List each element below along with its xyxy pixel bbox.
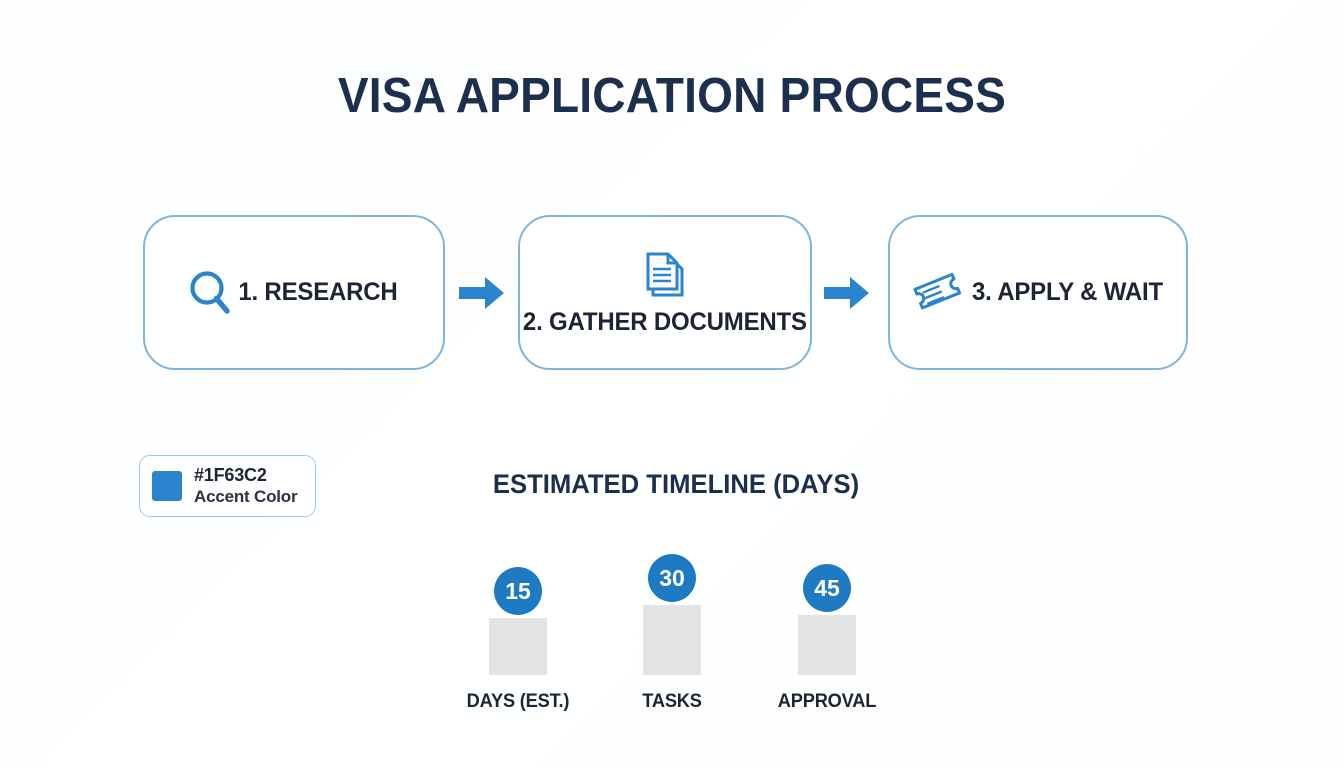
arrow-right-icon xyxy=(824,275,870,311)
bar-value-badge-2: 30 xyxy=(648,554,696,602)
bar-value-badge-3: 45 xyxy=(803,564,851,612)
chart-title: ESTIMATED TIMELINE (DAYS) xyxy=(492,469,860,499)
bar-3 xyxy=(798,615,856,675)
process-step-1[interactable]: 1. RESEARCH xyxy=(143,215,445,370)
process-step-3-label: 3. APPLY & WAIT xyxy=(971,278,1163,306)
process-step-2[interactable]: 2. GATHER DOCUMENTS xyxy=(518,215,812,370)
bar-2 xyxy=(643,605,701,675)
bar-label-2: TASKS xyxy=(642,691,702,712)
timeline-bar-chart: 15 DAYS (EST.) 30 TASKS 45 APPROVAL xyxy=(440,540,910,715)
process-step-2-label: 2. GATHER DOCUMENTS xyxy=(523,308,807,336)
bar-1 xyxy=(489,618,547,675)
magnifier-icon xyxy=(187,268,233,318)
bar-label-1: DAYS (EST.) xyxy=(466,691,570,712)
bar-value-badge-1: 15 xyxy=(494,567,542,615)
process-step-3[interactable]: 3. APPLY & WAIT xyxy=(888,215,1188,370)
page-title: VISA APPLICATION PROCESS xyxy=(337,69,1007,123)
bar-label-3: APPROVAL xyxy=(777,691,877,712)
bar-group-3: 45 APPROVAL xyxy=(767,540,887,715)
accent-color-hex: #1F63C2 xyxy=(194,465,267,486)
accent-color-text: #1F63C2 Accent Color xyxy=(194,465,298,506)
arrow-right-icon xyxy=(459,275,505,311)
bar-group-1: 15 DAYS (EST.) xyxy=(458,540,578,715)
process-step-1-label: 1. RESEARCH xyxy=(238,278,398,306)
bar-group-2: 30 TASKS xyxy=(612,540,732,715)
accent-color-swatch xyxy=(152,471,182,501)
accent-color-legend: #1F63C2 Accent Color xyxy=(139,455,316,517)
documents-icon xyxy=(639,248,691,302)
ticket-icon xyxy=(910,267,966,319)
accent-color-name: Accent Color xyxy=(194,486,298,506)
